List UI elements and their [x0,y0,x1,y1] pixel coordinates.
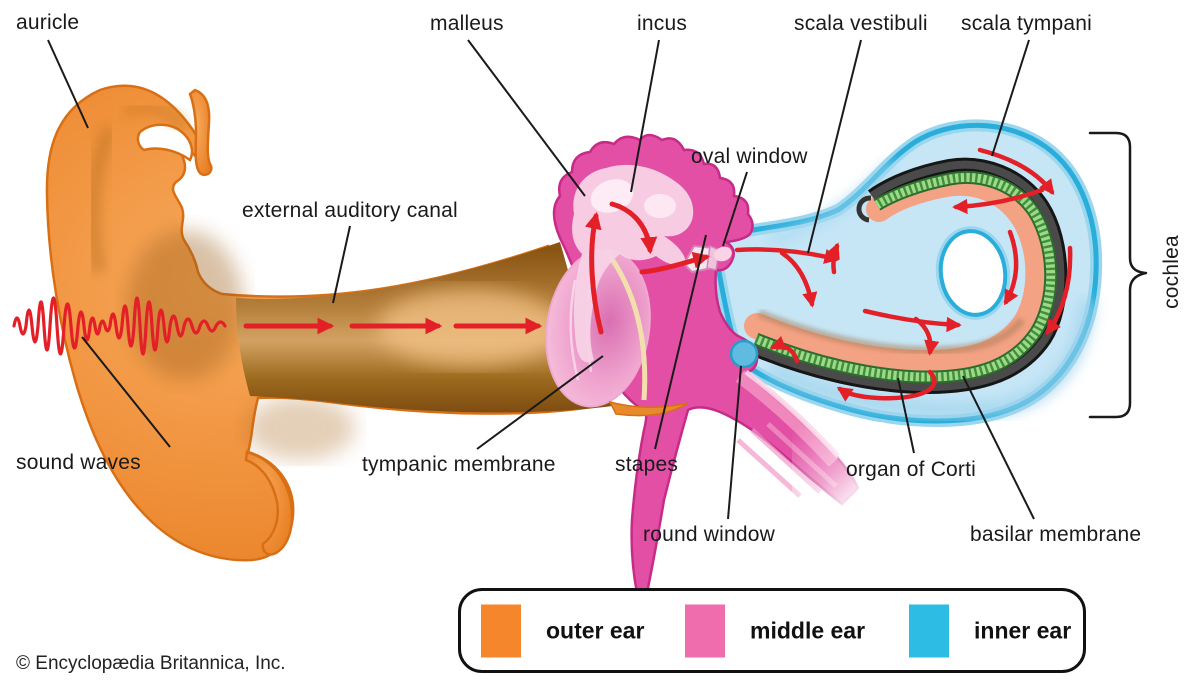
inner-ear-swatch [909,604,949,657]
cochlea-inner-ear [706,119,1103,427]
legend-label: inner ear [974,617,1072,643]
oval-window-bump [714,246,732,262]
label-round-window: round window [643,523,775,546]
tympanic-annulus [604,250,648,401]
round-window-circle [729,339,759,369]
label-tympanic-membrane: tympanic membrane [362,453,556,476]
label-stapes: stapes [615,453,679,476]
label-scala-vestibuli: scala vestibuli [794,12,928,35]
copyright-notice: © Encyclopædia Britannica, Inc. [16,653,286,674]
legend-item-middle-ear: middle ear [685,604,865,657]
label-organ-of-corti: organ of Corti [846,458,977,481]
label-basilar-membrane: basilar membrane [970,523,1142,546]
lobe-fold [244,450,294,556]
middle-ear-swatch [685,604,725,657]
label-oval-window: oval window [691,145,808,168]
legend: outer ear middle ear inner ear [458,588,1086,673]
label-auricle: auricle [16,11,80,34]
legend-label: outer ear [546,617,645,643]
label-incus: incus [637,12,688,35]
label-malleus: malleus [430,12,504,35]
outer-ear [45,84,612,562]
legend-item-inner-ear: inner ear [909,604,1071,657]
cochlea-wave-arrows [734,147,1073,402]
label-sound-waves: sound waves [16,451,141,474]
sound-wave-squiggle [12,296,227,356]
label-external-auditory-canal: external auditory canal [242,199,458,222]
label-cochlea: cochlea [1160,235,1183,309]
helix-fold [188,88,213,177]
middle-ear [545,133,884,602]
legend-item-outer-ear: outer ear [481,604,644,657]
cochlea-brace [1088,131,1148,419]
leader-lines [47,39,1035,520]
outer-ear-swatch [481,604,521,657]
legend-label: middle ear [750,617,866,643]
canal-lip [608,400,689,417]
label-scala-tympani: scala tympani [961,12,1092,35]
